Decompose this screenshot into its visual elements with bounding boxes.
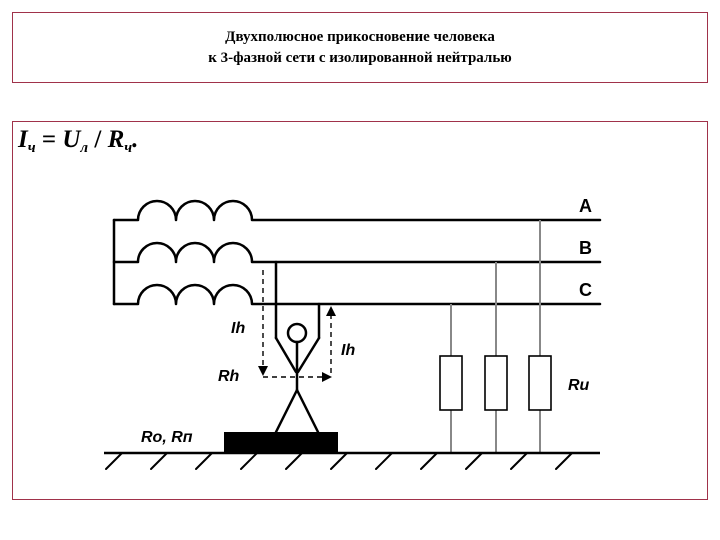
formula-i-sub: ч [27,140,36,156]
formula-slash: / [88,126,108,153]
person-figure [274,260,321,434]
formula-end: . [132,126,139,153]
current-formula: Iч = Uл / Rч. [18,126,139,156]
label-ru: Ru [568,377,590,394]
current-path [262,270,332,378]
person-legs [274,388,320,434]
formula-eq: = [35,126,63,153]
person-right-arm [296,336,321,374]
coil-a [112,199,602,222]
label-phase-c: C [579,280,592,300]
resistor-ru-3 [528,355,552,411]
arrow-right [322,372,332,382]
formula-r-sub: ч [124,140,133,156]
person-left-arm [274,336,298,374]
title-panel: Двухполюсное прикосновение человека к 3-… [12,12,708,83]
resistor-ru-1 [439,355,463,411]
arrow-down [258,366,268,376]
ground-hatching [105,452,573,470]
person-head [286,322,308,344]
formula-i: I [18,126,28,153]
label-ro-rp: Ro, Rп [141,429,193,446]
diagram-panel [12,121,708,500]
arrow-up [326,306,336,316]
coil-b [112,241,602,264]
coil-c [112,283,602,306]
formula-u-sub: л [80,140,89,156]
formula-r: R [107,126,125,153]
current-arrows [258,306,336,382]
label-phase-a: A [579,196,592,216]
ground-plate [224,432,338,453]
insulation-resistors [439,220,552,452]
label-phase-b: B [579,238,592,258]
formula-u: U [62,126,81,153]
title-line-2: к 3-фазной сети с изолированной нейтраль… [208,49,512,66]
resistor-ru-2 [484,355,508,411]
label-ih-left: Ih [231,320,245,337]
title-line-1: Двухполюсное прикосновение человека [225,28,495,45]
label-rh: Rh [218,368,240,385]
label-ih-right: Ih [341,342,355,359]
